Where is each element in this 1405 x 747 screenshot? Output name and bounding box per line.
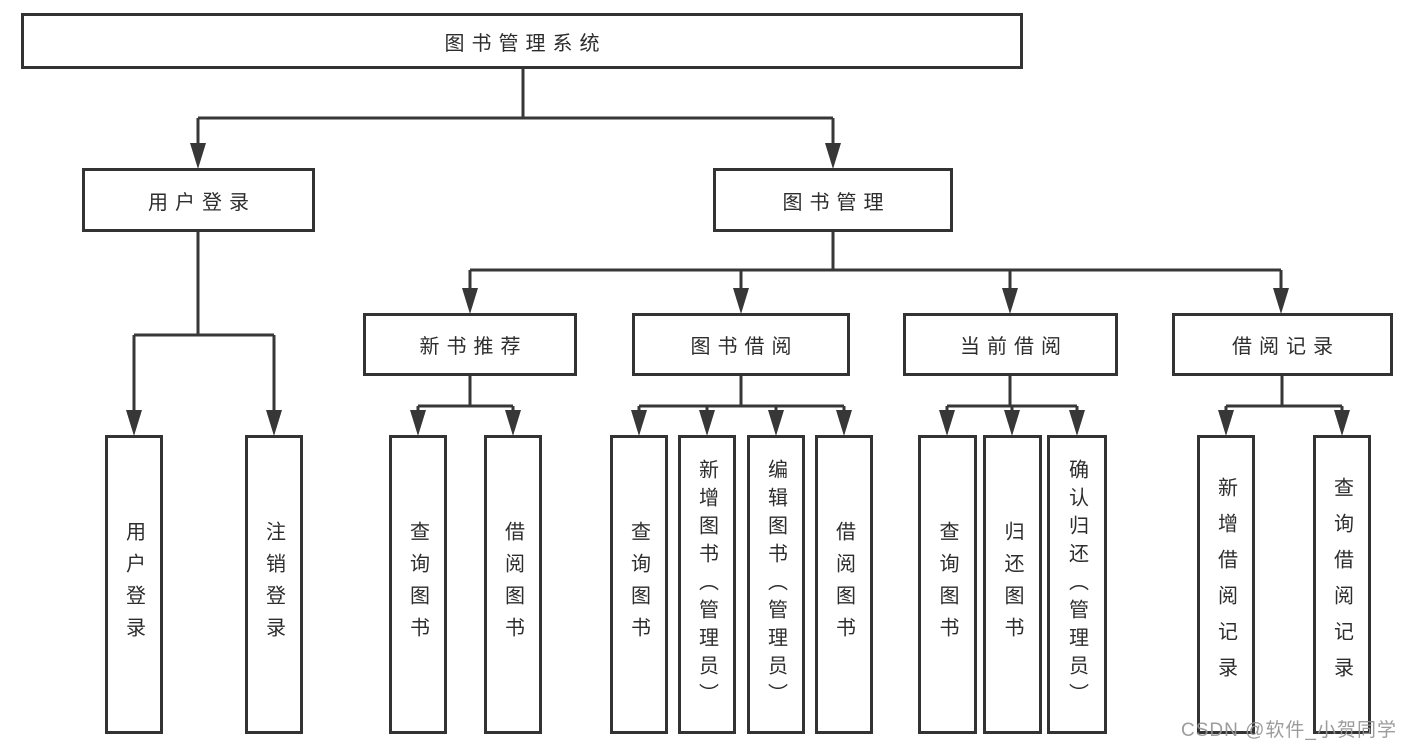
- leaf-borrow-books: 借阅图书: [815, 435, 873, 734]
- leaf-query-books-borrow: 查询图书: [610, 435, 668, 734]
- leaf-confirm-return-admin: 确认归还（管理员）: [1047, 435, 1107, 734]
- node-root-system: 图书管理系统: [21, 13, 1023, 69]
- arrow-down-icon: [699, 410, 715, 436]
- arrow-down-icon: [462, 288, 478, 314]
- node-book-management: 图书管理: [713, 168, 953, 232]
- arrow-down-icon: [825, 143, 841, 169]
- arrow-down-icon: [266, 410, 282, 436]
- connector-book-management-split: [468, 232, 1283, 292]
- connector-user-login-split: [132, 232, 276, 414]
- arrow-down-icon: [631, 410, 647, 436]
- connector-current-borrow-split: [945, 376, 1079, 414]
- arrow-down-icon: [1273, 288, 1289, 314]
- arrow-down-icon: [1218, 410, 1234, 436]
- arrowheads: [126, 143, 1350, 436]
- arrow-down-icon: [836, 410, 852, 436]
- node-current-borrow: 当前借阅: [903, 313, 1118, 376]
- leaf-borrow-books-recommend: 借阅图书: [484, 435, 542, 734]
- node-book-borrow: 图书借阅: [632, 313, 850, 376]
- connector-book-borrow-split: [637, 376, 846, 414]
- leaf-logout: 注销登录: [245, 435, 303, 734]
- leaf-add-borrow-record: 新增借阅记录: [1197, 435, 1255, 734]
- leaf-edit-books-admin: 编辑图书（管理员）: [747, 435, 805, 734]
- arrow-down-icon: [190, 143, 206, 169]
- leaf-query-borrow-record: 查询借阅记录: [1313, 435, 1371, 734]
- node-borrow-records: 借阅记录: [1172, 313, 1393, 376]
- arrow-down-icon: [410, 410, 426, 436]
- arrow-down-icon: [126, 410, 142, 436]
- arrow-down-icon: [1069, 410, 1085, 436]
- node-user-login: 用户登录: [82, 168, 315, 232]
- arrow-down-icon: [505, 410, 521, 436]
- arrow-down-icon: [768, 410, 784, 436]
- csdn-watermark: CSDN @软件_小贺同学: [1181, 720, 1397, 741]
- arrow-down-icon: [1004, 410, 1020, 436]
- arrow-down-icon: [1002, 288, 1018, 314]
- leaf-user-login: 用户登录: [105, 435, 163, 734]
- leaf-add-books-admin: 新增图书（管理员）: [678, 435, 736, 734]
- arrow-down-icon: [733, 288, 749, 314]
- leaf-query-books-recommend: 查询图书: [389, 435, 447, 734]
- connector-root-split: [196, 69, 835, 147]
- node-new-book-recommend: 新书推荐: [363, 313, 577, 376]
- leaf-query-books-current: 查询图书: [918, 435, 977, 734]
- leaf-return-books: 归还图书: [983, 435, 1042, 734]
- arrow-down-icon: [1334, 410, 1350, 436]
- arrow-down-icon: [939, 410, 955, 436]
- connector-borrow-records-split: [1224, 376, 1344, 414]
- connector-new-book-split: [416, 376, 515, 414]
